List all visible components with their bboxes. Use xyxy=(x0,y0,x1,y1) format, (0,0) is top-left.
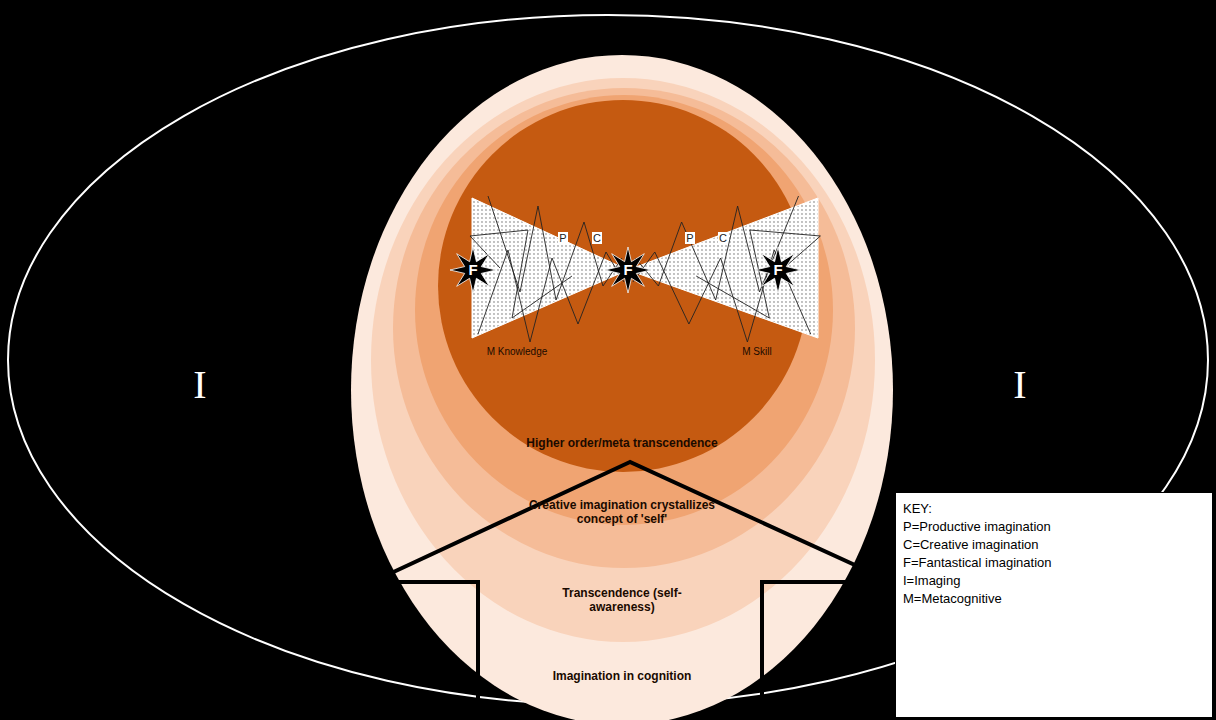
node-label: F xyxy=(773,261,782,279)
zigzag-line xyxy=(478,250,624,342)
star-burst xyxy=(755,247,801,293)
node-label: Imagination in cognition xyxy=(553,669,692,683)
node-label: F xyxy=(468,261,477,279)
node-label: C xyxy=(592,232,602,244)
fantastical-star: F xyxy=(449,246,497,294)
upward-arrow xyxy=(372,462,892,720)
key-entry: KEY: xyxy=(903,501,932,517)
fantastical-star: F xyxy=(754,246,802,294)
node-label: F xyxy=(623,261,632,279)
node-label: Higher order/meta transcendence xyxy=(526,436,717,450)
key-entry: I=Imaging xyxy=(903,573,960,589)
zigzag-line xyxy=(635,196,798,300)
imaging-letter: I xyxy=(1013,361,1026,409)
star-burst xyxy=(605,247,651,293)
band-ellipse xyxy=(415,95,833,525)
key-entry: M=Metacognitive xyxy=(903,591,1002,607)
creative-band: Creative imagination crystallizes concep… xyxy=(415,95,833,525)
band-ellipse xyxy=(371,78,875,642)
imagination-band: Imagination in cognition Transcendence (s… xyxy=(351,55,893,720)
band-ellipse xyxy=(351,55,893,720)
knowledge-triangle-shape xyxy=(472,198,628,338)
zigzag-line xyxy=(470,230,572,318)
node-label: Transcendence (self-awareness) xyxy=(560,586,685,615)
node-label: M Knowledge xyxy=(487,346,548,358)
node-label: C xyxy=(718,232,728,244)
transcendence-band: Transcendence (self-awareness) Creative i… xyxy=(371,78,875,642)
knowledge-triangle: PCM Knowledge xyxy=(472,198,628,338)
node-label: P xyxy=(685,232,694,244)
meta-circle: Higher order/meta transcendence P C M Knowl… xyxy=(438,100,808,472)
key-box: KEY: P=Productive imaginationC=Creative i… xyxy=(895,492,1213,718)
imaging-letter: I xyxy=(193,361,206,409)
key-entry: F=Fantastical imagination xyxy=(903,555,1052,571)
key-entry: P=Productive imagination xyxy=(903,519,1051,535)
zigzag-line xyxy=(696,230,820,318)
key-entry: C=Creative imagination xyxy=(903,537,1038,553)
node-label: P xyxy=(558,232,567,244)
node-label: Creative imagination crystallizes concep… xyxy=(527,498,717,527)
inner-band-ellipse xyxy=(393,88,855,568)
star-burst xyxy=(450,247,496,293)
fantastical-star: F xyxy=(604,246,652,294)
zigzag-line xyxy=(488,196,622,300)
node-label: M Skill xyxy=(742,346,771,358)
